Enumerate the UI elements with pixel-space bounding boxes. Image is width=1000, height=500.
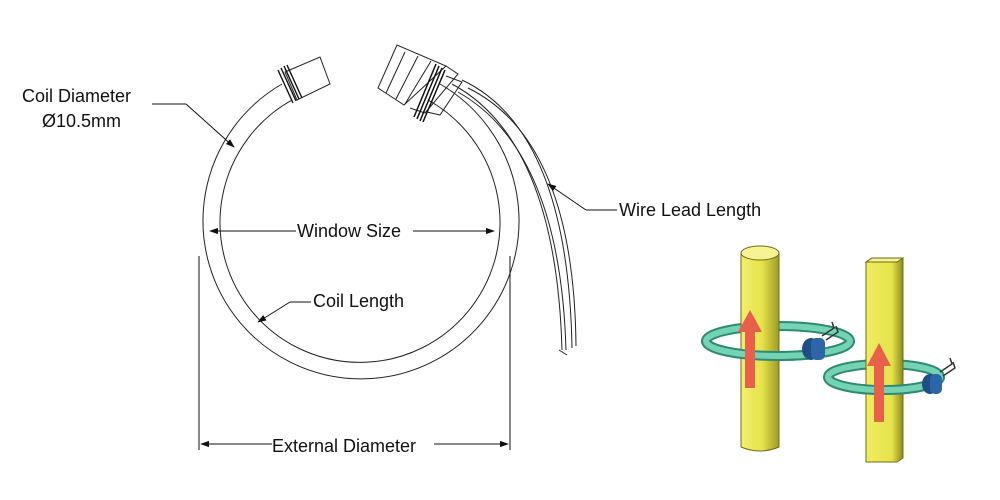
current-direction-arrow xyxy=(867,343,891,422)
coil-diameter-label: Coil Diameter xyxy=(22,86,131,106)
round-conductor xyxy=(701,245,855,452)
current-direction-arrow xyxy=(738,310,762,388)
window-size-label: Window Size xyxy=(297,221,401,241)
bar-conductor xyxy=(823,257,956,463)
coil-drawing: Coil Diameter Ø10.5mm Window Size Coil L… xyxy=(22,44,761,456)
coil-outer-edge xyxy=(202,83,520,380)
coil-diameter-value: Ø10.5mm xyxy=(42,111,121,131)
coil-connector-icon xyxy=(922,357,956,394)
coil-length-label: Coil Length xyxy=(313,291,404,311)
wire-leads xyxy=(451,79,577,356)
coil-connector-right xyxy=(377,44,463,123)
external-diameter-label: External Diameter xyxy=(272,436,416,456)
coil-inner-edge xyxy=(219,99,501,363)
coil-end-cap-left xyxy=(277,56,331,104)
wire-lead-length-label: Wire Lead Length xyxy=(619,200,761,220)
coil-connector-icon xyxy=(802,321,839,360)
conductor-illustration xyxy=(701,245,956,463)
